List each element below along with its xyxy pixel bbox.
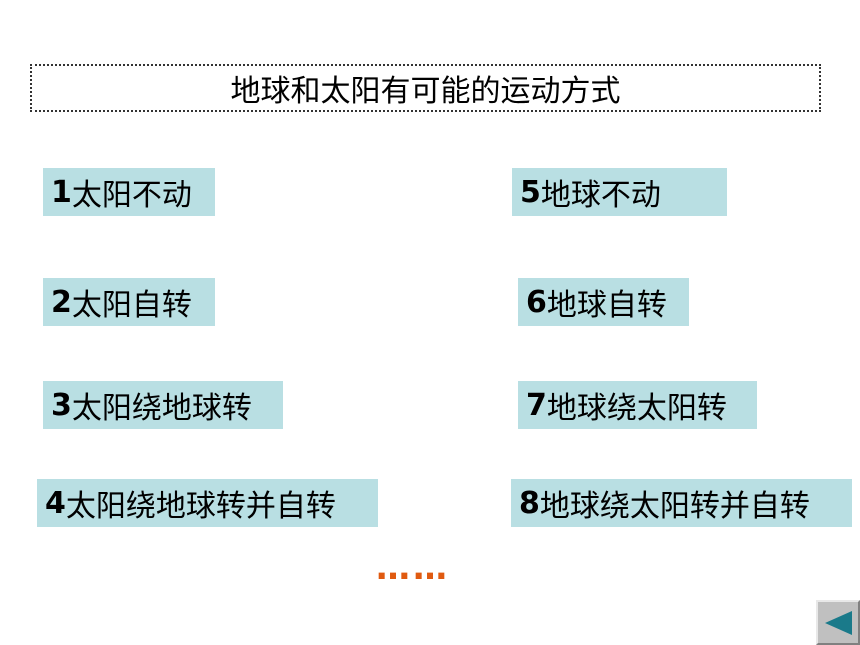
item-label: 地球绕太阳转: [546, 391, 727, 426]
item-number: 6: [526, 284, 547, 320]
page-title-text: 地球和太阳有可能的运动方式: [230, 74, 621, 109]
item-label: 太阳不动: [71, 178, 192, 213]
item-label: 地球自转: [546, 288, 667, 323]
item-label: 太阳绕地球转并自转: [65, 489, 336, 524]
item-number: 4: [45, 485, 66, 521]
item-number: 5: [520, 174, 541, 210]
item-number: 2: [51, 284, 72, 320]
item-label: 太阳绕地球转: [71, 391, 252, 426]
item-label: 太阳自转: [71, 288, 192, 323]
back-button[interactable]: [816, 600, 860, 645]
triangle-left-icon: [825, 610, 852, 635]
item-number: 7: [526, 387, 547, 423]
item-number: 3: [51, 387, 72, 423]
item-number: 8: [519, 485, 540, 521]
item-number: 1: [51, 174, 72, 210]
ellipsis-text: ……: [376, 548, 450, 588]
item-label: 地球绕太阳转并自转: [539, 489, 810, 524]
item-label: 地球不动: [540, 178, 661, 213]
page-title: 地球和太阳有可能的运动方式: [30, 64, 821, 112]
